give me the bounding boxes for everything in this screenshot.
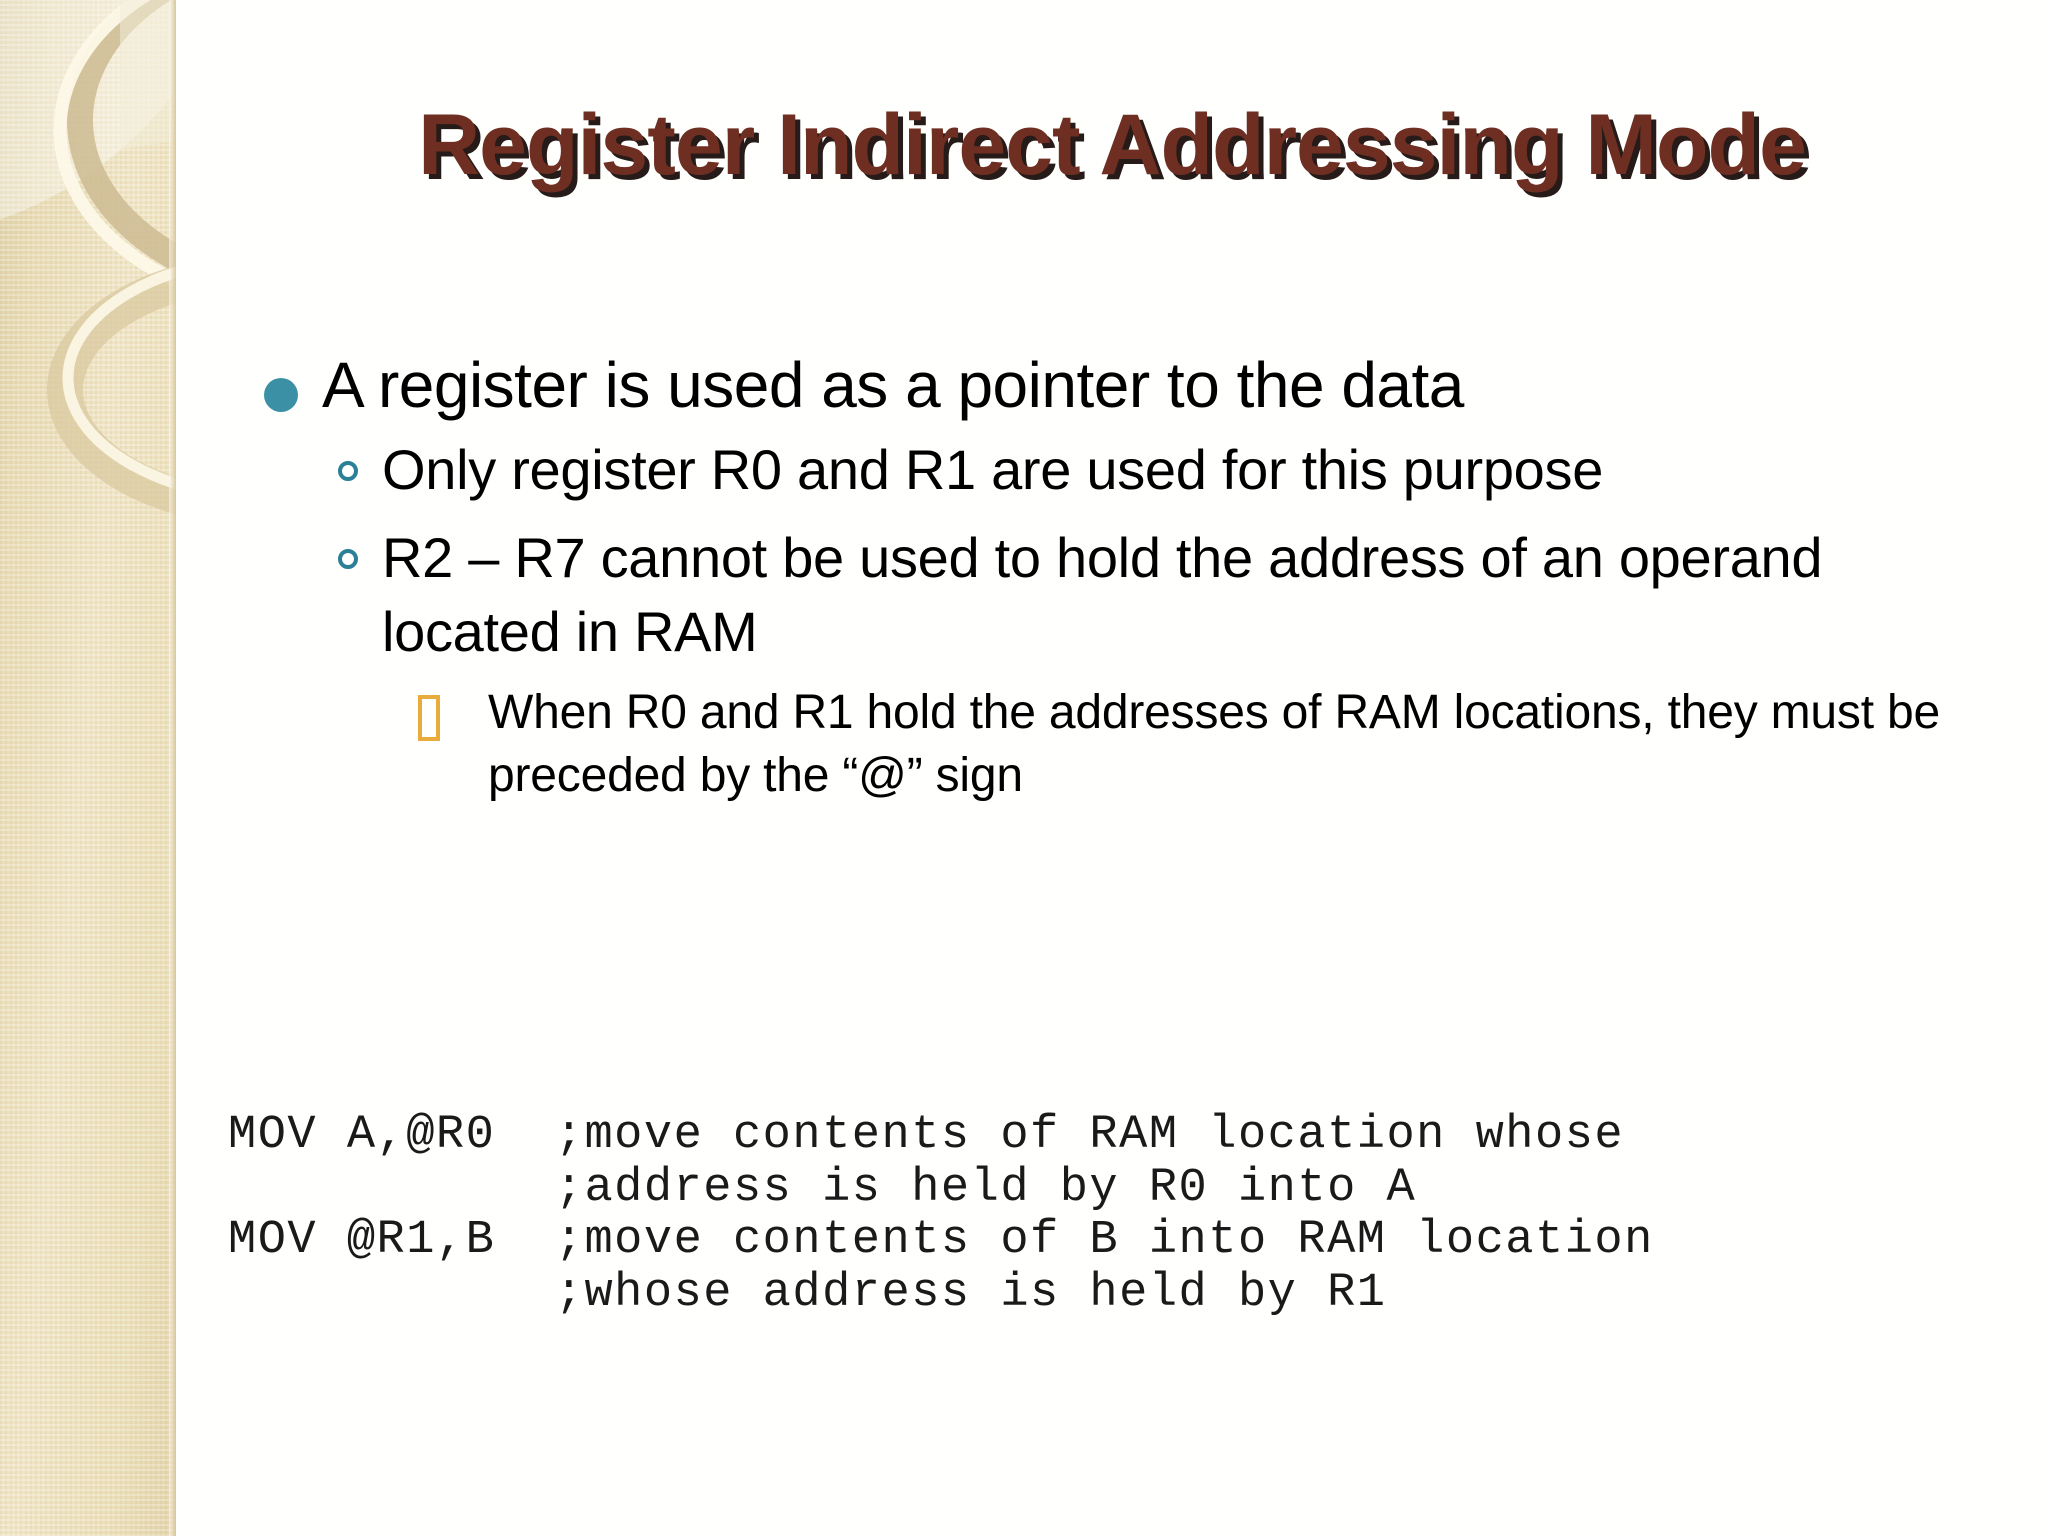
bullet-level1: A register is used as a pointer to the d… [250, 349, 2010, 421]
bullet-level2-text-0: Only register R0 and R1 are used for thi… [382, 438, 1604, 502]
bullet-level2-text-1: R2 – R7 cannot be used to hold the addre… [382, 526, 1823, 663]
code-line-0: MOV A,@R0 ;move contents of RAM location… [228, 1109, 1625, 1162]
code-line-2: MOV @R1,B ;move contents of B into RAM l… [228, 1214, 1654, 1268]
sidebar-texture [0, 0, 176, 1536]
decorative-rings-icon [47, 0, 176, 515]
bullet-level3-text-0: When R0 and R1 hold the addresses of RAM… [488, 685, 1940, 803]
code-line-1: ;address is held by R0 into A [228, 1161, 1417, 1215]
assembly-code-block: MOV A,@R0 ;move contents of RAM location… [228, 1109, 1654, 1321]
slide-body: A register is used as a pointer to the d… [250, 349, 2010, 808]
filled-circle-bullet-icon [264, 378, 298, 412]
hollow-circle-bullet-icon [338, 461, 358, 482]
slide-title: Register Indirect Addressing Mode [418, 97, 1807, 193]
bullet-level3-item-0: When R0 and R1 hold the addresses of RAM… [418, 681, 2010, 808]
decorative-sidebar [0, 0, 176, 1536]
bullet-level2-item-0: Only register R0 and R1 are used for thi… [328, 433, 2010, 507]
bullet-level1-text: A register is used as a pointer to the d… [322, 349, 1464, 421]
box-glyph-bullet-icon [418, 694, 440, 741]
sidebar-edge [169, 0, 176, 1536]
hollow-circle-bullet-icon [338, 549, 358, 570]
code-line-3: ;whose address is held by R1 [228, 1266, 1387, 1320]
bullet-level2-item-1: R2 – R7 cannot be used to hold the addre… [328, 521, 2010, 669]
